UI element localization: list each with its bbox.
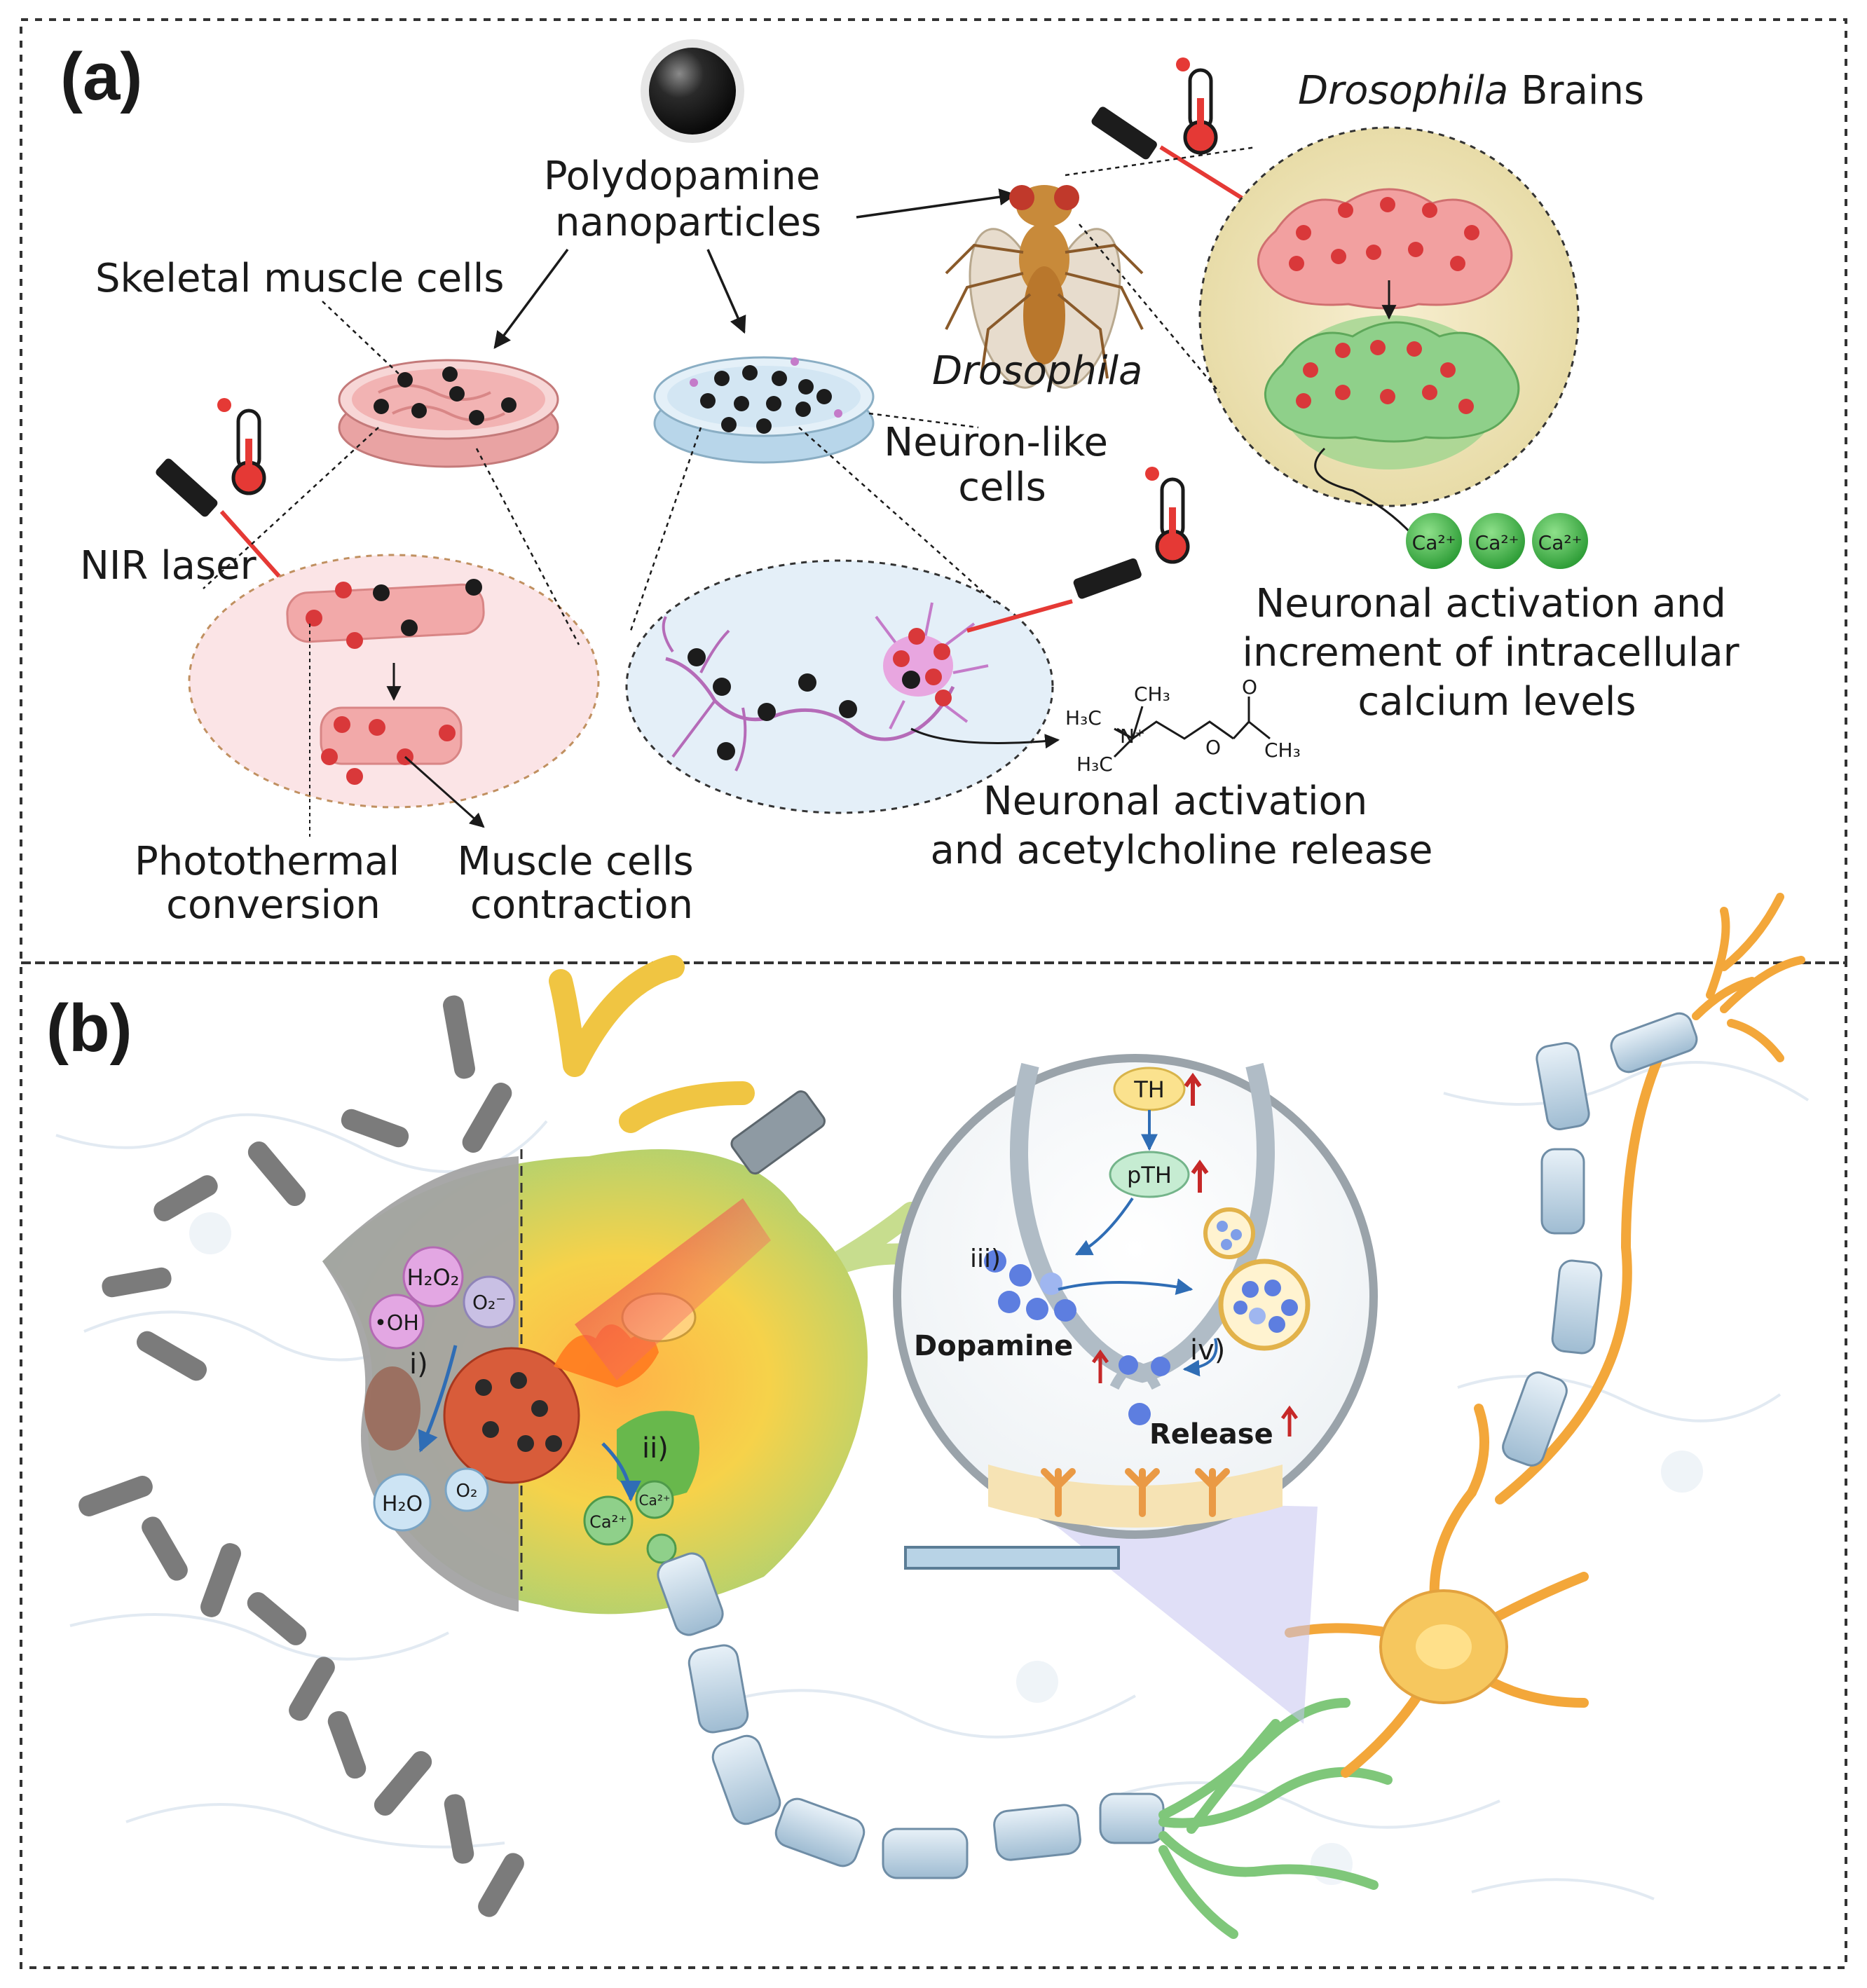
- nir-laser-label: NIR laser: [80, 543, 257, 589]
- calcium-ion-label: Ca²⁺: [1475, 531, 1519, 554]
- muscle-cell-dish: [338, 359, 559, 468]
- axon-terminal: [1158, 1698, 1393, 1939]
- laser-pointer-icon: [575, 1090, 826, 1380]
- neuronal-calcium-label: Neuronal activation and increment of int…: [1242, 581, 1751, 725]
- drosophila-label: Drosophila: [932, 348, 1142, 394]
- leader-line: [706, 249, 746, 334]
- laser-pointer-icon: [1091, 107, 1263, 212]
- neuron-cell-dish: [653, 356, 875, 464]
- target-neuron-nucleus: [1416, 1624, 1472, 1669]
- polydopamine-label: Polydopamine nanoparticles: [544, 153, 833, 245]
- photothermal-label: Photothermal conversion: [135, 839, 412, 928]
- scale-bar: [904, 1546, 1120, 1570]
- panel-a-letter: (a): [60, 39, 142, 114]
- drosophila-fly-icon: [945, 185, 1144, 389]
- dopamine-label: Dopamine: [914, 1330, 1073, 1362]
- chem-o-ester: O: [1205, 736, 1221, 759]
- leader-line: [493, 248, 569, 349]
- panel-a-frame: [20, 18, 1847, 964]
- leader-line: [629, 427, 702, 631]
- ca-label: Ca²⁺: [589, 1512, 627, 1532]
- calcium-arrow: [601, 1442, 641, 1502]
- neuron-like-label: Neuron-like cells: [884, 420, 1120, 510]
- chem-h3c-top: H₃C: [1065, 706, 1102, 729]
- degenerated-fragments: [78, 995, 524, 1917]
- ca-label: Ca²⁺: [639, 1492, 671, 1509]
- thermometer-icon: [1176, 57, 1218, 155]
- leader-line: [1065, 146, 1257, 177]
- axon-terminal: [1692, 893, 1805, 1062]
- thermometer-icon: [1145, 467, 1190, 564]
- h2o-label: H₂O: [382, 1492, 423, 1516]
- chem-ch3-right: CH₃: [1264, 739, 1301, 762]
- calcium-ion-icons: [1406, 513, 1588, 569]
- o2-minus-label: O₂⁻: [472, 1291, 506, 1314]
- h2o2-label: H₂O₂: [407, 1264, 460, 1291]
- chem-h3c-bottom: H₃C: [1076, 753, 1113, 776]
- leader-line: [322, 301, 404, 379]
- myelinated-axon: [657, 1552, 1165, 1879]
- chem-o-carbonyl: O: [1242, 676, 1257, 699]
- panel-b-frame: [20, 961, 1847, 1969]
- leader-line: [404, 755, 485, 828]
- leader-line: [475, 448, 580, 645]
- chem-ch3-top: CH₃: [1134, 683, 1170, 706]
- i-label: i): [409, 1348, 428, 1380]
- skeletal-muscle-label: Skeletal muscle cells: [95, 256, 504, 301]
- th-label: TH: [1133, 1076, 1165, 1103]
- synapse-zoom-circle: [893, 1054, 1378, 1539]
- ros-arrow: [418, 1345, 458, 1453]
- calcium-arrow: [1314, 447, 1424, 548]
- muscle-contraction-label: Muscle cells contraction: [458, 839, 706, 928]
- oh-label: •OH: [374, 1311, 419, 1336]
- background-neural-network: [55, 1061, 1810, 1900]
- thermometer-icon: [217, 398, 266, 495]
- muscle-zoom-ellipse: [188, 554, 600, 809]
- chem-n-plus: N⁺: [1120, 725, 1145, 748]
- leader-line: [798, 427, 996, 603]
- pth-label: pTH: [1127, 1162, 1172, 1188]
- release-label: Release: [1149, 1418, 1273, 1451]
- panel-b-letter: (b): [46, 991, 132, 1066]
- leader-line: [1079, 224, 1220, 393]
- o2-label: O₂: [456, 1481, 478, 1502]
- drosophila-brains-label: Drosophila Brains: [1298, 68, 1644, 114]
- acetylcholine-label: Neuronal activation and acetylcholine re…: [931, 779, 1433, 873]
- leader-line: [856, 188, 1017, 219]
- neuron-zoom-ellipse: [625, 558, 1142, 814]
- brain-zoom-circle: [1198, 126, 1580, 507]
- calcium-ion-label: Ca²⁺: [1538, 531, 1582, 554]
- acetylcholine-structure: [1113, 697, 1271, 758]
- leader-line: [868, 412, 979, 429]
- myelinated-axon: [1502, 1012, 1698, 1467]
- nanoparticle-icon: [641, 39, 744, 143]
- iii-label: iii): [970, 1245, 1001, 1273]
- ii-label: ii): [642, 1432, 669, 1465]
- iv-label: iv): [1190, 1334, 1225, 1366]
- leader-line: [203, 427, 379, 589]
- acetylcholine-arrow: [910, 727, 1060, 749]
- calcium-ion-label: Ca²⁺: [1412, 531, 1456, 554]
